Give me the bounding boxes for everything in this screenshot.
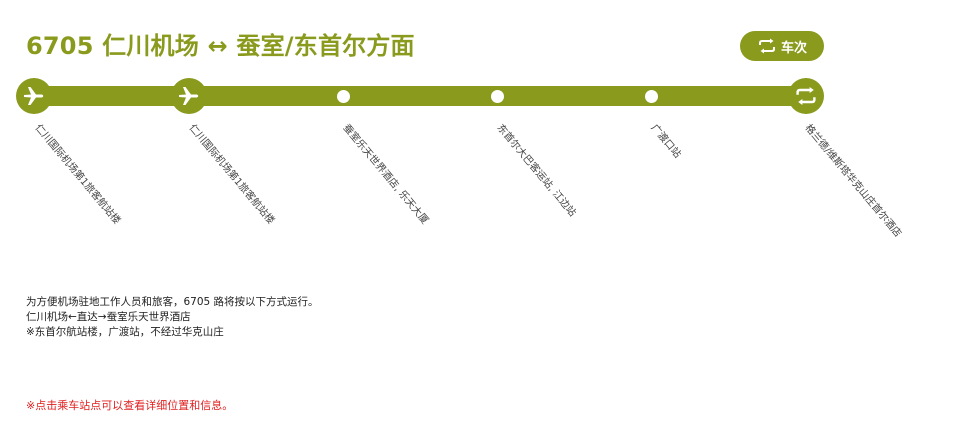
page-title: 6705 仁川机场 ↔ 蚕室/东首尔方面 — [26, 32, 415, 60]
notes-line-1: 为方便机场驻地工作人员和旅客，6705 路将按以下方式运行。 — [26, 296, 319, 308]
click-tip: ※点击乘车站点可以查看详细位置和信息。 — [26, 399, 234, 412]
stop-marker-1[interactable] — [16, 78, 52, 114]
stop-label-4[interactable]: 东首尔大巴客运站, 江边站 — [494, 122, 578, 219]
stop-label-2[interactable]: 仁川国际机场第1旅客航站楼 — [186, 122, 277, 227]
stop-marker-2[interactable] — [171, 78, 207, 114]
stop-marker-5[interactable] — [645, 90, 658, 103]
route-line — [34, 86, 806, 106]
stop-marker-6[interactable] — [788, 78, 824, 114]
notes-line-2: 仁川机场←直达→蚕室乐天世界酒店 — [26, 311, 191, 323]
airplane-icon — [179, 87, 199, 105]
schedule-button[interactable]: 车次 — [740, 31, 824, 61]
turnaround-icon — [758, 38, 775, 54]
route-notes: 为方便机场驻地工作人员和旅客，6705 路将按以下方式运行。 仁川机场←直达→蚕… — [26, 295, 319, 340]
stop-marker-3[interactable] — [337, 90, 350, 103]
stop-marker-4[interactable] — [491, 90, 504, 103]
stop-label-5[interactable]: 广渡口站 — [648, 122, 683, 161]
stop-label-3[interactable]: 蚕室乐天世界酒店, 乐天大厦 — [340, 122, 431, 227]
stop-label-1[interactable]: 仁川国际机场第1旅客航站楼 — [32, 122, 123, 227]
turnaround-icon — [796, 87, 816, 105]
airplane-icon — [24, 87, 44, 105]
schedule-button-label: 车次 — [780, 40, 807, 56]
stop-label-6[interactable]: 格兰德/维斯塔华克山庄首尔酒店 — [802, 122, 904, 240]
notes-line-3: ※东首尔航站楼，广渡站，不经过华克山庄 — [26, 326, 224, 338]
